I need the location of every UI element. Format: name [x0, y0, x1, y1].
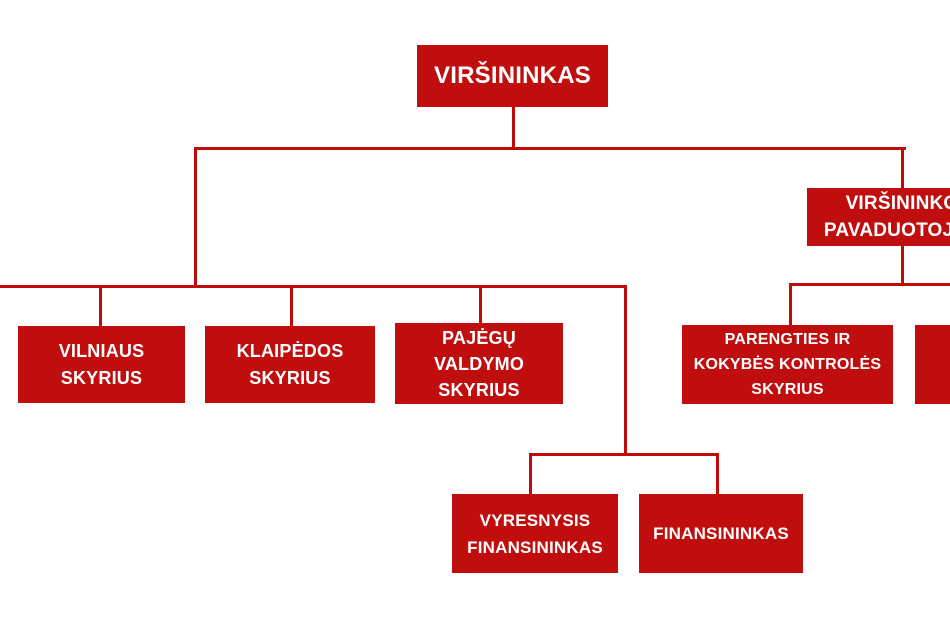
node-pajegu-label-line2: VALDYMO — [433, 353, 525, 374]
node-pajegu-label-line1: PAJĖGŲ — [442, 327, 516, 348]
connector-senior-finance-drop — [528, 452, 532, 496]
node-parengties: PARENGTIES IR KOKYBĖS KONTROLĖS SKYRIUS — [682, 325, 893, 404]
node-senior-finance-label-line2: FINANSININKAS — [467, 537, 603, 557]
node-pajegu: PAJĖGŲ VALDYMO SKYRIUS — [395, 323, 563, 404]
node-vilnius-label-line1: VILNIAUS — [58, 340, 145, 361]
connector-top-bus — [193, 146, 906, 150]
node-deputy-label-line2: PAVADUOTOJAS — [823, 220, 950, 241]
connector-finance-drop — [715, 452, 719, 496]
node-chief: VIRŠININKAS — [417, 45, 608, 107]
node-deputy-label-line1: VIRŠININKO — [845, 193, 950, 214]
connector-left-bus — [0, 284, 627, 288]
node-vilnius: VILNIAUS SKYRIUS — [18, 326, 185, 403]
connector-klaipeda-drop — [289, 284, 293, 328]
connector-left-drop — [193, 146, 197, 288]
connector-deputy-stem-top — [900, 146, 904, 190]
connector-chief-stem — [511, 107, 515, 149]
node-finance: FINANSININKAS — [639, 494, 803, 573]
node-klaipeda-label-line1: KLAIPĖDOS — [236, 340, 344, 361]
node-klaipeda-label-line2: SKYRIUS — [249, 367, 331, 388]
node-vilnius-label-line2: SKYRIUS — [60, 367, 143, 388]
node-deputy: VIRŠININKO PAVADUOTOJAS — [807, 188, 950, 246]
connector-parengties-drop — [788, 283, 792, 327]
connector-vilnius-drop — [98, 284, 102, 328]
node-offscreen-right — [915, 325, 950, 404]
node-klaipeda: KLAIPĖDOS SKYRIUS — [205, 326, 375, 403]
node-senior-finance: VYRESNYSIS FINANSININKAS — [452, 494, 618, 573]
connector-deputy-stem-bottom — [900, 246, 904, 286]
node-parengties-label-line2: KOKYBĖS KONTROLĖS — [693, 356, 882, 373]
node-parengties-label-line1: PARENGTIES IR — [724, 331, 851, 348]
node-pajegu-label-line3: SKYRIUS — [438, 379, 520, 400]
connector-right-bus — [788, 283, 950, 286]
node-parengties-label-line3: SKYRIUS — [751, 381, 824, 398]
node-finance-label: FINANSININKAS — [653, 524, 789, 543]
connector-pajegu-drop — [478, 284, 482, 325]
connector-finance-bus — [528, 452, 719, 456]
node-senior-finance-label-line1: VYRESNYSIS — [479, 510, 591, 530]
node-chief-label: VIRŠININKAS — [434, 62, 591, 89]
connector-finance-stem — [623, 284, 627, 456]
